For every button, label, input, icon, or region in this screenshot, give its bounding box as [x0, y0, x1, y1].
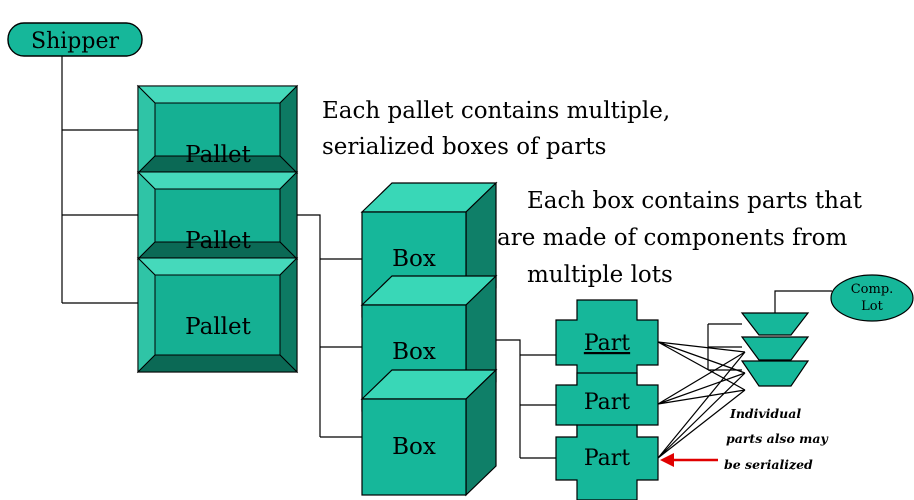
pallet-label-2: Pallet: [185, 228, 251, 254]
red-arrow: [660, 453, 718, 467]
box-caption-line-1: Each box contains parts that: [527, 188, 863, 214]
pallet-label-3: Pallet: [185, 314, 251, 340]
connector-parts-components: [657, 341, 746, 459]
component-node-3: [740, 360, 810, 387]
box-label-3: Box: [392, 434, 436, 460]
box-label-1: Box: [392, 246, 436, 272]
note-line-1: Individual: [729, 406, 801, 421]
connector-component-lot: [774, 290, 832, 314]
connector-box-parts: [496, 339, 556, 459]
component-node-1: [740, 312, 810, 336]
box-caption-line-2: are made of components from: [497, 225, 848, 251]
note-line-2: parts also may: [726, 431, 828, 446]
pallet-label-1: Pallet: [185, 142, 251, 168]
part-node-2: Part: [555, 372, 659, 438]
part-node-3: Part: [555, 424, 659, 500]
box-caption: Each box contains parts that are made of…: [497, 188, 863, 288]
shipper-label: Shipper: [31, 29, 119, 54]
box-caption-line-3: multiple lots: [527, 262, 673, 288]
pallet-caption: Each pallet contains multiple, serialize…: [322, 98, 670, 160]
pallet-caption-line-1: Each pallet contains multiple,: [322, 98, 670, 124]
comp-lot-label-line-1: Comp.: [851, 282, 894, 297]
connector-pallet-boxes: [297, 214, 362, 438]
comp-lot-node: Comp. Lot: [830, 274, 914, 322]
serialization-note: Individual parts also may be serialized: [724, 406, 828, 472]
pallet-node-2: Pallet: [136, 170, 299, 261]
box-label-2: Box: [392, 339, 436, 365]
comp-lot-label-line-2: Lot: [861, 299, 883, 314]
shipper-node: Shipper: [7, 22, 143, 57]
part-label-2: Part: [584, 390, 630, 415]
pallet-node-3: Pallet: [136, 256, 299, 374]
part-node-1: Part: [555, 299, 659, 386]
pallet-caption-line-2: serialized boxes of parts: [322, 134, 606, 160]
part-label-1: Part: [584, 331, 630, 356]
part-label-3: Part: [584, 446, 630, 471]
connector-shipper-pallets: [61, 56, 138, 304]
box-node-3: Box: [360, 368, 498, 497]
component-node-2: [740, 336, 810, 361]
connector-components-bracket: [707, 323, 742, 371]
pallet-node-1: Pallet: [136, 84, 299, 175]
connectors: [61, 56, 832, 459]
note-line-3: be serialized: [724, 457, 813, 472]
